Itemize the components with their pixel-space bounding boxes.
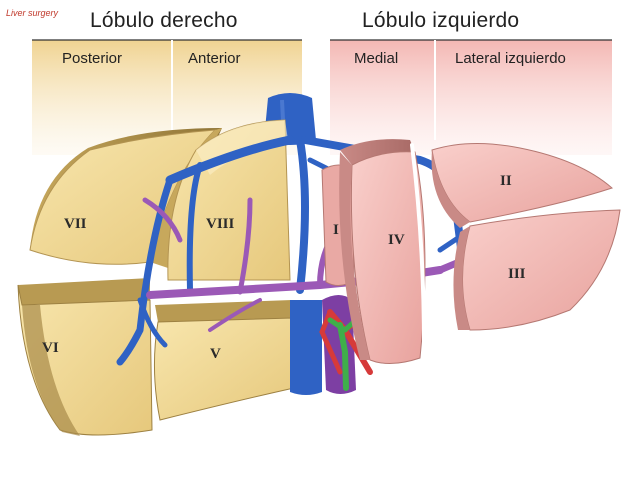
vena-cava-bottom	[290, 300, 322, 395]
right-lobe-title: Lóbulo derecho	[90, 9, 238, 32]
section-label-lateral-izquierdo: Lateral izquierdo	[455, 50, 566, 67]
falciform-ligament	[410, 143, 427, 368]
section-label-medial: Medial	[354, 50, 399, 67]
left-lobe-title: Lóbulo izquierdo	[362, 9, 520, 32]
section-label-anterior: Anterior	[188, 50, 241, 67]
segment-label-vii: VII	[64, 216, 87, 232]
segment-label-ii: II	[500, 173, 512, 189]
segment-iii	[453, 209, 621, 331]
segment-label-iv: IV	[388, 232, 405, 248]
segment-label-viii: VIII	[206, 216, 235, 232]
left-lobe-header	[330, 39, 612, 155]
segment-label-i: I	[333, 222, 339, 238]
segment-vii	[29, 128, 222, 268]
watermark-label: Liver surgery	[6, 8, 59, 18]
segment-label-v: V	[210, 346, 221, 362]
segment-label-vi: VI	[42, 340, 59, 356]
segment-label-iii: III	[508, 266, 526, 282]
segment-ii	[431, 143, 613, 228]
segment-iv	[339, 139, 426, 364]
segment-v	[153, 300, 295, 421]
segment-vi	[17, 278, 153, 436]
section-label-posterior: Posterior	[62, 50, 123, 67]
